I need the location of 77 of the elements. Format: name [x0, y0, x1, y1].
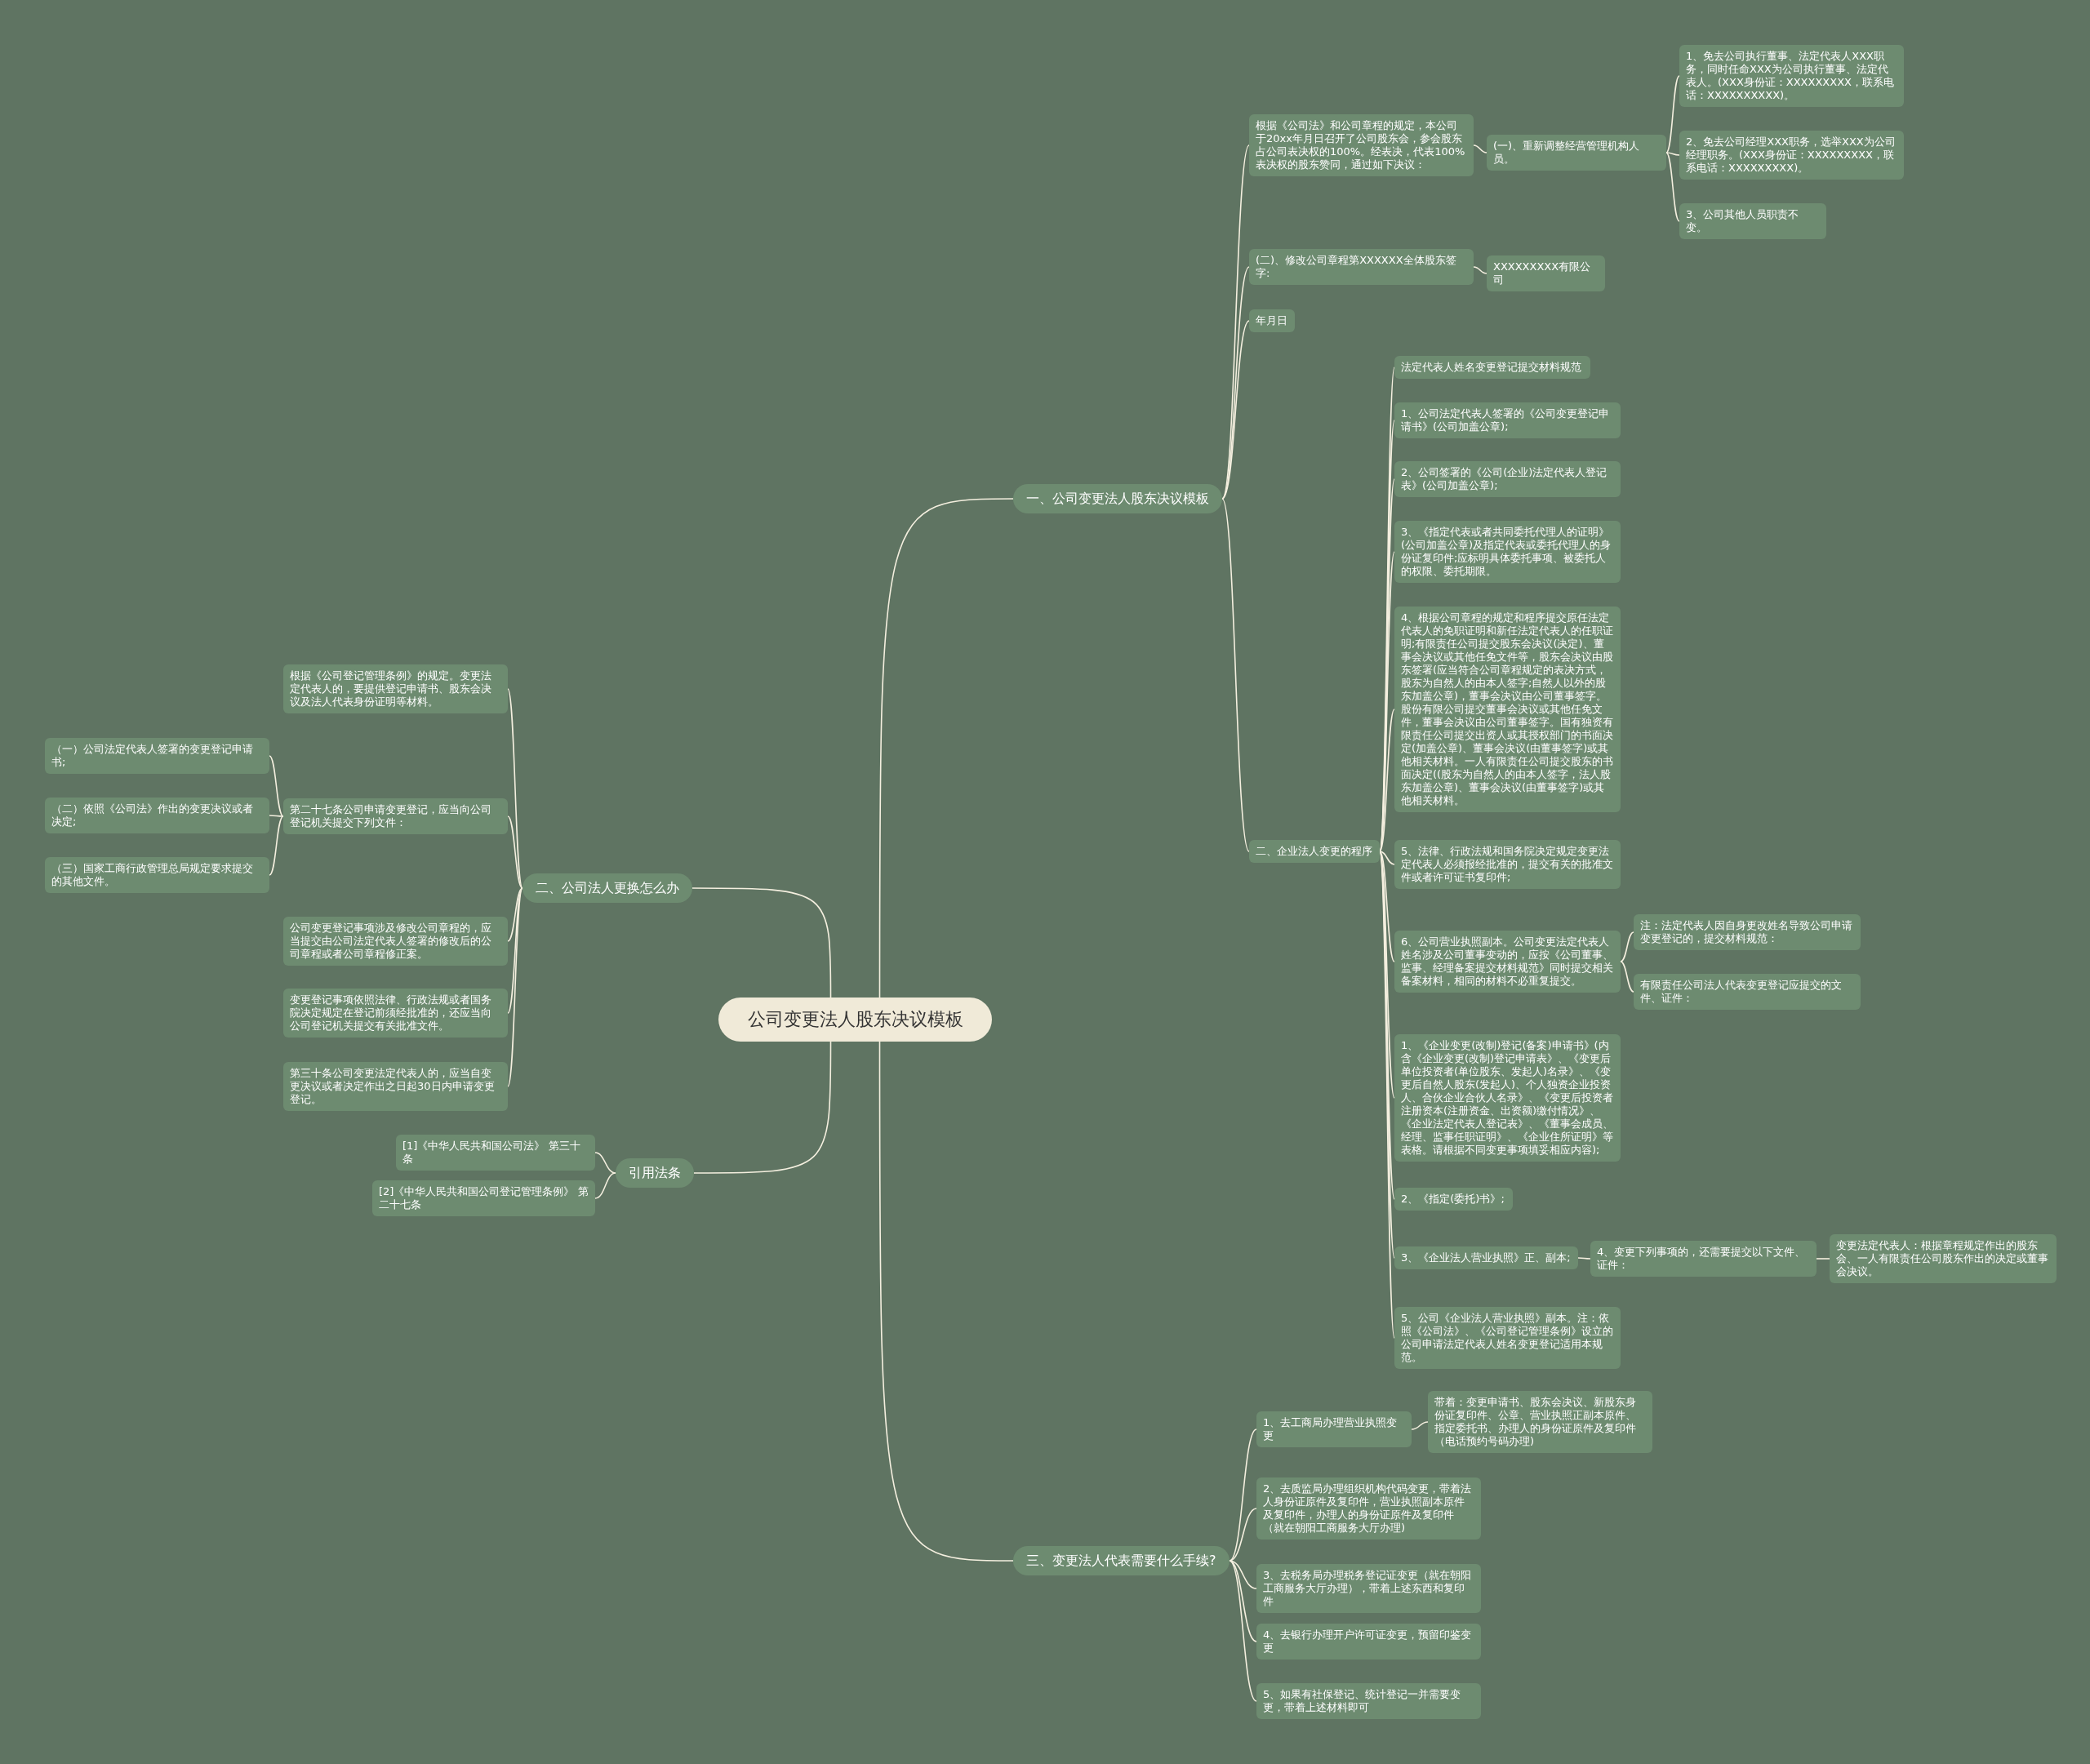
connector-line [507, 887, 523, 1014]
connector-line [691, 887, 832, 998]
topic-box: 5、公司《企业法人营业执照》副本。注：依照《公司法》、《公司登记管理条例》设立的公司申请法定代表人姓名变更登记适用本规范。 [1394, 1307, 1621, 1369]
topic-box: （一）公司法定代表人签署的变更登记申请书; [45, 738, 269, 774]
topic-box: 4、根据公司章程的规定和程序提交原任法定代表人的免职证明和新任法定代表人的任职证明;有限责任公司提交股东会决议(决定)、董事会决议或其他任免文件等，股东会决议由股东签署(应当符合公司章程规定的表决方式，股东为自然人的由本人签字;自然人以外的股东加盖公章)，董事会决议由公司董事签字。股份有限公司提交董事会决议或其他任免文件，董事会决议由公司董事签字。国有独资有限责任公司提交出资人或其授权部门的书面决定(加盖公章)、董事会决议(由董事签字)或其他相关材料。一人有限责任公司提交股东的书面决定((股东为自然人的由本人签字，法人股东加盖公章)、董事会决议(由董事签字)或其他相关材料。 [1394, 607, 1621, 812]
connector-line [1577, 1257, 1591, 1260]
topic-box: （二）依照《公司法》作出的变更决议或者决定; [45, 798, 269, 833]
topic-box: 第三十条公司变更法定代表人的，应当自变更决议或者决定作出之日起30日内申请变更登记。 [283, 1062, 508, 1111]
topic-box: 根据《公司法》和公司章程的规定，本公司于20xx年月日召开了公司股东会，参会股东占公司表决权的100%。经表决，代表100%表决权的股东赞同，通过如下决议： [1249, 114, 1474, 176]
topic-box: 6、公司营业执照副本。公司变更法定代表人姓名涉及公司董事变动的，应按《公司董事、监事、经理备案提交材料规范》同时提交相关备案材料，相同的材料不必重复提交。 [1394, 931, 1621, 993]
branch-topic: 二、公司法人更换怎么办 [522, 873, 692, 903]
connector-line [1221, 498, 1250, 852]
topic-box: 3、《指定代表或者共同委托代理人的证明》(公司加盖公章)及指定代表或委托代理人的身份证复印件;应标明具体委托事项、被委托人的权限、委托期限。 [1394, 521, 1621, 583]
connector-line [878, 498, 1014, 998]
topic-box: 第二十七条公司申请变更登记，应当向公司登记机关提交下列文件： [283, 798, 508, 834]
connector-line [1411, 1421, 1429, 1430]
connector-line [1379, 851, 1395, 865]
connector-line [507, 887, 523, 1087]
connector-line [507, 887, 523, 942]
connector-line [1620, 931, 1634, 962]
branch-topic: 三、变更法人代表需要什么手续? [1013, 1546, 1230, 1575]
connector-line [269, 815, 284, 876]
topic-box: 4、去银行办理开户许可证变更，预留印鉴变更 [1256, 1624, 1481, 1660]
connector-line [1379, 851, 1395, 962]
connector-line [1221, 320, 1250, 500]
branch-topic: 一、公司变更法人股东决议模板 [1013, 484, 1222, 513]
topic-box: 1、《企业变更(改制)登记(备案)申请书》(内含《企业变更(改制)登记申请表》、《变更后单位投资者(单位股东、发起人)名录》、《变更后自然人股东(发起人)、个人独资企业投资人、合伙企业合伙人名录》、《变更后投资者注册资本(注册资金、出资额)缴付情况》、《企业法定代表人登记表》、《董事会成员、经理、监事任职证明》、《企业住所证明》等表格。请根据不同变更事项填妥相应内容); [1394, 1034, 1621, 1162]
topic-box: 有限责任公司法人代表变更登记应提交的文件、证件： [1634, 974, 1861, 1010]
topic-box: （三）国家工商行政管理总局规定要求提交的其他文件。 [45, 857, 269, 893]
connector-line [594, 1152, 616, 1174]
topic-box: [1]《中华人民共和国公司法》 第三十条 [396, 1135, 595, 1171]
topic-box: 变更登记事项依照法律、行政法规或者国务院决定规定在登记前须经批准的，还应当向公司登记机关提交有关批准文件。 [283, 989, 508, 1038]
connector-line [269, 755, 284, 817]
topic-box: 注：法定代表人因自身更改姓名导致公司申请变更登记的，提交材料规范： [1634, 914, 1861, 950]
topic-box: 2、公司签署的《公司(企业)法定代表人登记表》(公司加盖公章); [1394, 461, 1621, 497]
topic-box: 年月日 [1249, 309, 1295, 332]
topic-box: 带着：变更申请书、股东会决议、新股东身份证复印件、公章、营业执照正副本原件、指定委托书、办理人的身份证原件及复印件（电话预约号码办理) [1428, 1391, 1652, 1453]
branch-topic: 引用法条 [616, 1158, 694, 1188]
connector-line [269, 815, 284, 817]
connector-line [878, 1041, 1014, 1562]
topic-box: 2、免去公司经理XXX职务，选举XXX为公司经理职务。(XXX身份证：XXXXXXXXX，联系电话：XXXXXXXXX)。 [1679, 131, 1904, 180]
topic-box: 3、《企业法人营业执照》正、副本; [1394, 1246, 1578, 1269]
connector-line [693, 1041, 832, 1174]
topic-box: (二)、修改公司章程第XXXXXX全体股东签字: [1249, 249, 1474, 285]
connector-line [1229, 1560, 1257, 1702]
connector-line [507, 815, 523, 889]
connector-line [1620, 961, 1634, 993]
connector-line [1229, 1429, 1257, 1562]
connector-line [1229, 1560, 1257, 1642]
topic-box: 1、免去公司执行董事、法定代表人XXX职务，同时任命XXX为公司执行董事、法定代表人。(XXX身份证：XXXXXXXXX，联系电话：XXXXXXXXXX)。 [1679, 45, 1904, 107]
connector-line [594, 1172, 616, 1199]
topic-box: 法定代表人姓名变更登记提交材料规范 [1394, 356, 1590, 379]
topic-box: 根据《公司登记管理条例》的规定。变更法定代表人的，要提供登记申请书、股东会决议及法人代表身份证明等材料。 [283, 664, 508, 713]
topic-box: 1、去工商局办理营业执照变更 [1256, 1411, 1412, 1447]
topic-box: XXXXXXXXX有限公司 [1487, 255, 1605, 291]
topic-box: 3、公司其他人员职责不变。 [1679, 203, 1826, 239]
topic-box: 4、变更下列事项的，还需要提交以下文件、证件： [1590, 1241, 1817, 1277]
connector-line [1665, 152, 1680, 222]
connector-line [1473, 144, 1487, 153]
topic-box: 二、企业法人变更的程序 [1249, 840, 1380, 863]
topic-box: [2]《中华人民共和国公司登记管理条例》 第二十七条 [372, 1180, 595, 1216]
topic-box: 5、法律、行政法规和国务院决定规定变更法定代表人必须报经批准的，提交有关的批准文件或者许可证书复印件; [1394, 840, 1621, 889]
connector-line [1665, 75, 1680, 153]
connector-line [1473, 266, 1487, 274]
topic-box: 公司变更登记事项涉及修改公司章程的，应当提交由公司法定代表人签署的修改后的公司章程或者公司章程修正案。 [283, 917, 508, 966]
topic-box: 1、公司法定代表人签署的《公司变更登记申请书》(公司加盖公章); [1394, 402, 1621, 438]
topic-box: 变更法定代表人：根据章程规定作出的股东会、一人有限责任公司股东作出的决定或董事会决议。 [1830, 1234, 2057, 1283]
central-topic: 公司变更法人股东决议模板 [718, 998, 992, 1042]
connector-line [1816, 1258, 1830, 1260]
connector-line [1229, 1560, 1257, 1589]
topic-box: (一)、重新调整经营管理机构人员。 [1487, 135, 1666, 171]
connector-line [1379, 709, 1395, 852]
topic-box: 2、《指定(委托)书》; [1394, 1188, 1513, 1211]
topic-box: 3、去税务局办理税务登记证变更（就在朝阳工商服务大厅办理），带着上述东西和复印件 [1256, 1564, 1481, 1613]
topic-box: 5、如果有社保登记、统计登记一并需要变更，带着上述材料即可 [1256, 1683, 1481, 1719]
connector-line [1221, 144, 1250, 500]
topic-box: 2、去质监局办理组织机构代码变更，带着法人身份证原件及复印件，营业执照副本原件及复印件，办理人的身份证原件及复印件（就在朝阳工商服务大厅办理) [1256, 1477, 1481, 1540]
